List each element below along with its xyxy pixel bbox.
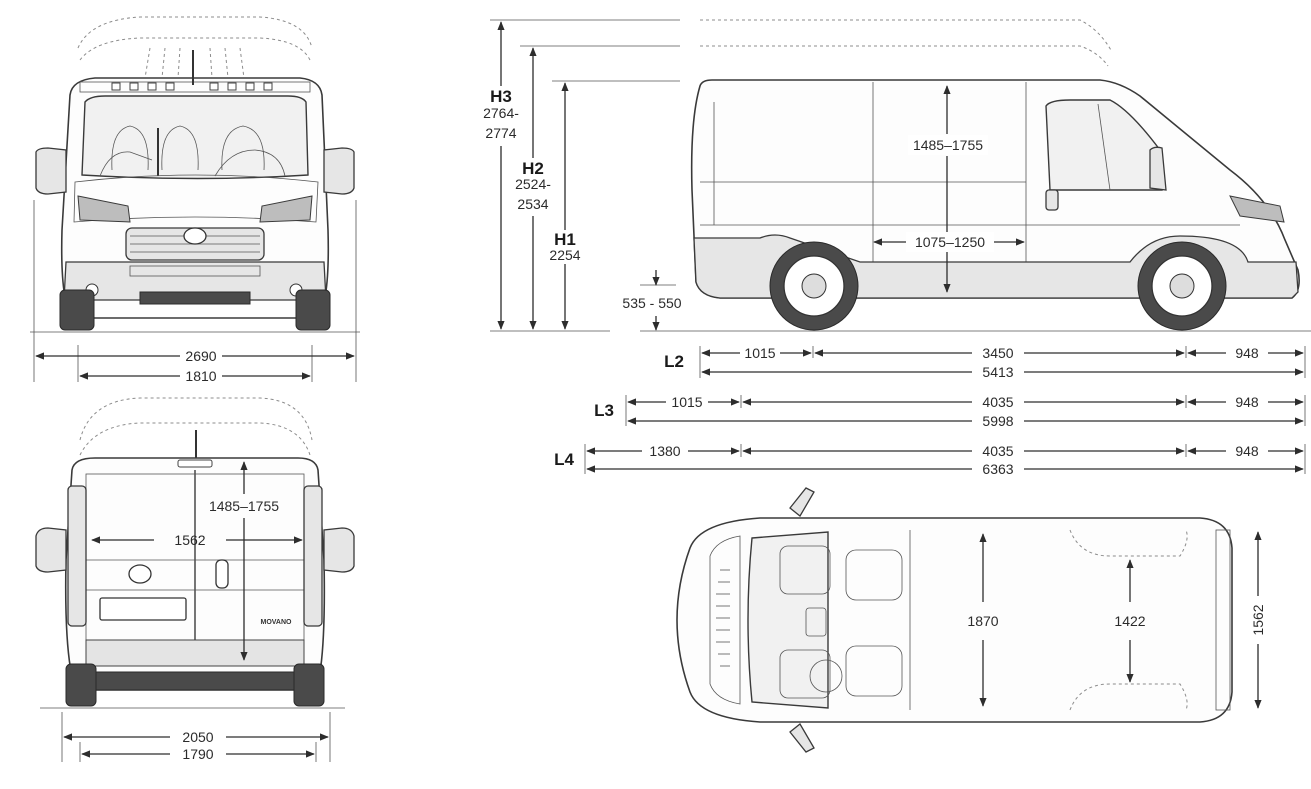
top-rear-edge — [1215, 529, 1231, 711]
side-door-width: 1075–1250 — [915, 234, 985, 250]
top-mirror-right — [789, 723, 815, 753]
rear-view: MOVANO 1562 1485–1755 2050 1790 — [35, 397, 355, 762]
rear-overall-width: 2050 — [182, 729, 213, 745]
side-view: H3 2764- 2774 H2 2524- 2534 H1 2254 — [480, 19, 1311, 332]
front-mirror-right — [323, 147, 355, 195]
top-body-width: 1562 — [1250, 604, 1266, 635]
l3-wheelbase: 4035 — [982, 394, 1013, 410]
top-interior-width: 1870 — [967, 613, 998, 629]
side-h2-value-line2: 2534 — [517, 196, 548, 212]
l4-wheelbase: 4035 — [982, 443, 1013, 459]
side-h3-roof-outline — [700, 19, 1113, 53]
front-headlight-left — [77, 195, 131, 223]
side-h3-value-line1: 2764- — [483, 105, 519, 121]
rear-door-handle — [215, 559, 229, 589]
top-hood — [709, 535, 741, 705]
l3-front: 1015 — [671, 394, 702, 410]
rear-cargo-width: 1562 — [174, 532, 205, 548]
side-h1-label-bg — [544, 230, 588, 264]
front-wheel-right — [295, 289, 331, 331]
l4-label: L4 — [554, 450, 574, 469]
side-load-sill: 535 - 550 — [622, 295, 681, 311]
front-hood — [73, 174, 319, 223]
side-window-pillar — [1097, 103, 1111, 191]
side-h2-value-line1: 2524- — [515, 176, 551, 192]
rear-lamp-left — [67, 485, 87, 627]
rear-mirror-left — [35, 527, 67, 573]
side-h3-label: H3 — [490, 87, 512, 106]
top-seats — [779, 545, 903, 699]
front-roof-dashes — [144, 47, 245, 79]
top-windscreen — [747, 531, 829, 709]
top-view: 1870 1422 1562 — [676, 487, 1266, 753]
side-h1-label: H1 — [554, 230, 576, 249]
front-skid-plate — [139, 291, 251, 305]
rear-mid-roof-outline — [79, 422, 311, 456]
rear-step — [89, 671, 301, 691]
l2-total: 5413 — [982, 364, 1013, 380]
front-seats — [99, 125, 286, 177]
rear-model-badge: MOVANO — [261, 619, 293, 626]
side-h2-label-bg — [510, 158, 556, 216]
front-roof-rail — [79, 81, 311, 93]
l2-rear: 948 — [1235, 345, 1259, 361]
rear-opel-logo — [128, 564, 152, 584]
front-mirror-left — [35, 147, 67, 195]
rear-track-width: 1790 — [182, 746, 213, 762]
top-grille-slats — [716, 569, 730, 667]
front-opel-logo — [183, 227, 207, 245]
front-wheel-left — [59, 289, 95, 331]
side-h1-value: 2254 — [549, 247, 580, 263]
rear-wheel-left — [65, 663, 97, 707]
front-high-roof-outline — [77, 16, 313, 49]
l4-rear: 948 — [1235, 443, 1259, 459]
rear-high-roof-outline — [79, 397, 313, 441]
top-arch-left — [1069, 529, 1188, 557]
side-h3-label-bg — [480, 86, 522, 146]
side-mirror — [1149, 146, 1167, 191]
front-overall-width: 2690 — [185, 348, 216, 364]
l4-total: 6363 — [982, 461, 1013, 477]
l2-wheelbase: 3450 — [982, 345, 1013, 361]
rear-mirror-right — [323, 527, 355, 573]
l2-front: 1015 — [744, 345, 775, 361]
l3-total: 5998 — [982, 413, 1013, 429]
rear-door-height: 1485–1755 — [209, 498, 279, 514]
l4-front: 1380 — [649, 443, 680, 459]
side-h2-roof-outline — [700, 45, 1109, 67]
side-door-width-bg — [906, 232, 994, 252]
top-between-arches: 1422 — [1114, 613, 1145, 629]
front-lower-grille — [129, 265, 261, 277]
side-door-handle — [1045, 189, 1059, 211]
front-view: 2690 1810 — [30, 16, 360, 384]
front-windscreen — [81, 95, 309, 180]
length-dimensions: L2 1015 3450 948 5413 L3 1015 4035 948 5… — [554, 345, 1306, 477]
side-headlight — [1229, 195, 1285, 223]
side-interior-height: 1485–1755 — [913, 137, 983, 153]
front-roof-clearance-lights — [111, 82, 273, 91]
l3-label: L3 — [594, 401, 614, 420]
front-track-width: 1810 — [185, 368, 216, 384]
side-interior-height-bg — [908, 135, 988, 155]
side-h3-value-line2: 2774 — [485, 125, 516, 141]
side-front-hub — [1169, 273, 1195, 299]
rear-plate — [99, 597, 187, 621]
front-mid-roof-outline — [79, 37, 311, 61]
rear-brake-light — [177, 459, 213, 468]
side-h2-label: H2 — [522, 159, 544, 178]
top-mirror-left — [789, 487, 815, 517]
rear-lamp-right — [303, 485, 323, 627]
front-headlight-right — [259, 195, 313, 223]
rear-wheel-right — [293, 663, 325, 707]
rear-bumper-band — [85, 639, 305, 667]
top-arch-right — [1069, 683, 1188, 711]
l2-label: L2 — [664, 352, 684, 371]
l3-rear: 948 — [1235, 394, 1259, 410]
side-rear-hub — [801, 273, 827, 299]
